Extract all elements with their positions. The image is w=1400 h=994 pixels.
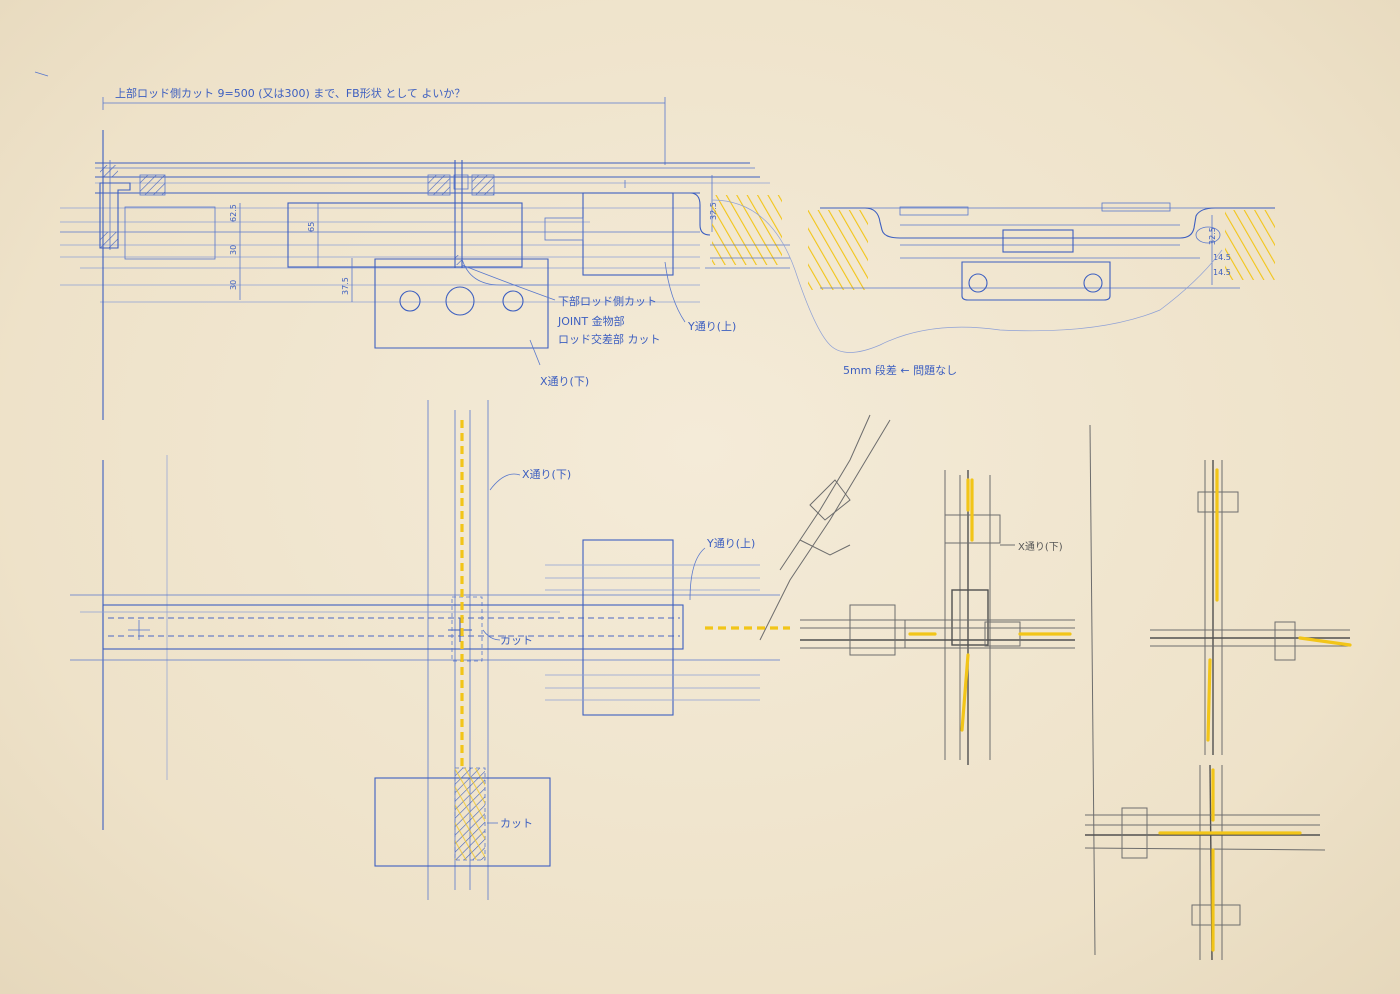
- pencil-divider: [1089, 424, 1096, 956]
- leader-y-upper: [664, 261, 686, 323]
- yellow-hatch-plan: [455, 768, 485, 860]
- yellow-hatch-top-2: [808, 210, 868, 290]
- pencil-cross-sketch-1: [800, 470, 1075, 765]
- title-note: 上部ロッド側カット 9=500 (又は300) まで、FB形状 として よいか？: [115, 86, 465, 100]
- top-section-elevation: [60, 130, 770, 420]
- label-y-upper-plan: Y通り(上): [706, 537, 755, 550]
- dim-37-5: 37.5: [341, 277, 350, 295]
- yellow-hatch-top-3: [1225, 210, 1275, 280]
- leader-y-upper-plan: [689, 547, 706, 601]
- leader-cut-1: [482, 629, 501, 641]
- label-x-lower-top: X通り(下): [540, 375, 589, 388]
- label-x-lower-plan: X通り(下): [522, 468, 571, 481]
- note-lower-rod-3: ロッド交差部 カット: [558, 332, 661, 346]
- bottom-plan: [70, 400, 780, 900]
- pencil-diagonal-sketch: [759, 414, 891, 641]
- dim-62-5: 62.5: [229, 204, 238, 222]
- dim-30-a: 30: [229, 245, 238, 255]
- leader-lower-rod: [461, 264, 556, 301]
- dim-14-5-b: 14.5: [1213, 268, 1231, 277]
- wavy-note-curve: [711, 199, 1223, 353]
- pencil-cross-sketch-3: [1084, 764, 1326, 961]
- label-y-upper-top: Y通り(上): [687, 320, 736, 333]
- label-cut-1: カット: [500, 634, 533, 647]
- leader-x-lower: [529, 339, 541, 366]
- title-dimension-line: [102, 97, 666, 165]
- dim-14-5-a: 14.5: [1213, 253, 1231, 262]
- corner-mark: [34, 71, 49, 77]
- note-lower-rod-1: 下部ロッド側カット: [558, 294, 657, 308]
- note-step: 5mm 段差 ← 問題なし: [843, 363, 957, 377]
- leader-x-lower-plan: [489, 473, 521, 491]
- dim-30-b: 30: [229, 280, 238, 290]
- dim-32-5-b: 32.5: [1208, 227, 1217, 245]
- pencil-cross-sketch-2: [1150, 460, 1352, 755]
- yellow-hatch-top-1: [712, 195, 782, 265]
- label-x-lower-sketch: X通り(下): [1018, 541, 1063, 553]
- note-lower-rod-2: JOINT 金物部: [557, 314, 625, 328]
- dim-65: 65: [307, 222, 316, 232]
- label-cut-2: カット: [500, 817, 533, 830]
- top-right-section: [705, 202, 1275, 301]
